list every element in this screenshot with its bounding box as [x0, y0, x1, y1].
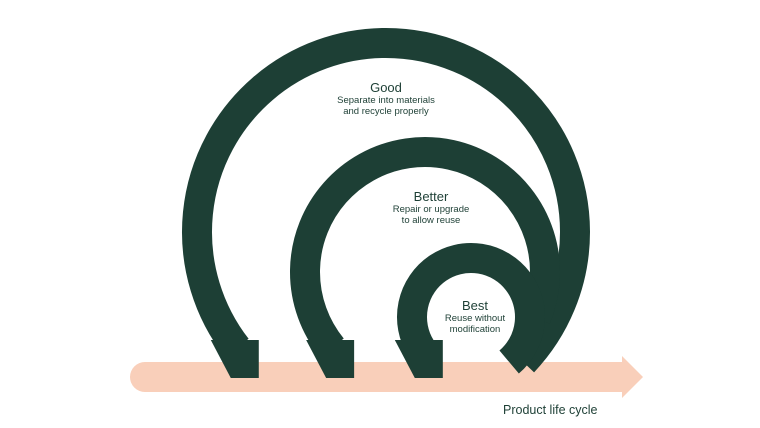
- better-desc-line2: to allow reuse: [401, 215, 461, 226]
- best-desc-line2: modification: [449, 324, 501, 335]
- better-arc: [290, 137, 560, 358]
- good-desc-line2: and recycle properly: [343, 106, 429, 117]
- good-arc: [182, 28, 590, 373]
- better-title: Better: [413, 189, 449, 204]
- best-label: Best Reuse without modification: [445, 298, 505, 335]
- better-desc-line1: Repair or upgrade: [392, 204, 470, 215]
- good-desc-line1: Separate into materials: [337, 95, 435, 106]
- good-arrowhead: [210, 340, 259, 378]
- better-arrowhead: [306, 340, 355, 378]
- good-title: Good: [370, 80, 402, 95]
- timeline-label: Product life cycle: [503, 403, 598, 417]
- best-title: Best: [461, 298, 489, 313]
- best-desc-line1: Reuse without: [444, 313, 506, 324]
- best-arrowhead: [394, 340, 443, 378]
- timeline-arrow: [130, 356, 643, 398]
- good-label: Good Separate into materials and recycle…: [337, 80, 435, 117]
- better-label: Better Repair or upgrade to allow reuse: [393, 189, 470, 226]
- best-arc: [397, 243, 545, 374]
